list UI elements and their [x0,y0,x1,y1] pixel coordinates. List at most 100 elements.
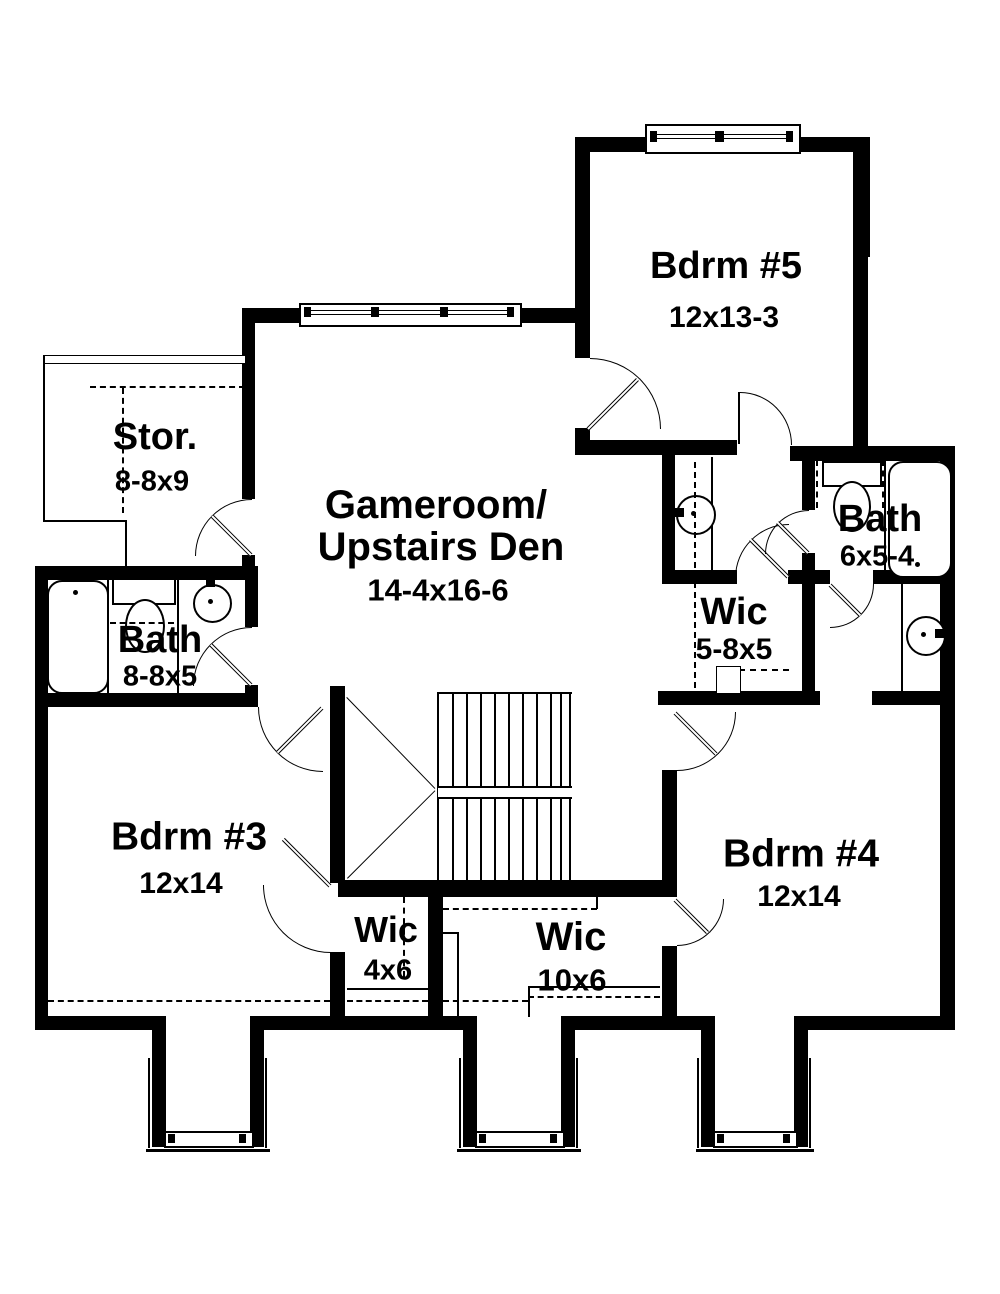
dormer-wall [794,1016,808,1147]
door-arc [740,392,792,445]
stair-tread [466,797,468,880]
stair-break-line [346,697,436,789]
room-dims-wic-bdrm5: 5-8x5 [695,633,773,666]
room-label-stor: Stor. [112,416,198,458]
wall [658,691,820,705]
window-mullion [479,1134,486,1143]
window-mullion [786,131,793,142]
toilet-bowl-icon [833,481,871,532]
stair-tread [508,797,510,880]
wall [575,440,737,455]
room-dims-wic-bdrm4: 10x6 [537,962,607,998]
roof-line [809,1058,811,1148]
sink-drain-icon [208,599,213,604]
stair-tread [452,694,454,786]
storage-kneewall [43,355,45,522]
stair-tread [494,694,496,786]
dormer-wall [250,1016,264,1147]
window-mullion [550,1134,557,1143]
wall [790,446,955,461]
attic-line-dashed [528,996,660,998]
storage-kneewall [125,520,127,568]
window-mullion [650,131,657,142]
wall [662,570,737,584]
dormer-wall [463,1016,477,1147]
tub-faucet-icon [73,590,78,595]
kneewall-line [457,932,459,1018]
kneewall-line [596,892,598,909]
room-label-wic-bdrm3: Wic [354,909,418,950]
room-dims-wic-bdrm3: 4x6 [363,954,413,987]
window-mullion [717,1134,724,1143]
wall [262,1016,463,1030]
stair-edge [437,692,572,694]
attic-line-dashed [90,386,245,388]
wall [242,308,255,499]
dormer-wall [701,1016,715,1147]
wall [575,137,590,358]
wall [245,566,258,627]
window-sill [696,1149,814,1152]
dormer-window-icon [475,1131,565,1148]
kneewall-line [528,986,660,988]
window-mullion [783,1134,790,1143]
toilet-bowl-icon [125,599,165,653]
roof-line [697,1058,699,1148]
door-arc [263,885,331,953]
window-icon [299,303,522,327]
stair-tread [522,797,524,880]
window-mullion [507,307,514,317]
wall [35,1016,155,1030]
attic-line-dashed [443,1000,528,1002]
bathtub-icon [888,461,952,578]
stair-break-line [347,790,436,879]
room-dims-bdrm3: 12x14 [139,867,223,900]
wall [428,880,443,1030]
window-glass-line [304,310,513,315]
kneewall-line [528,986,530,1017]
sink-drain-icon [921,632,926,637]
room-dims-gameroom: 14-4x16-6 [367,572,509,608]
wall [802,553,815,705]
window-sill [457,1149,581,1152]
attic-line-dashed [694,462,696,688]
window-mullion [304,307,311,317]
vanity-line [107,580,109,693]
attic-line-dashed [48,1000,330,1002]
roof-line [459,1058,461,1148]
wall [791,137,870,152]
wall [514,308,580,323]
stair-tread [494,797,496,880]
dormer-window-icon [713,1131,798,1148]
sink-faucet-icon [206,580,215,587]
wall [35,693,48,1030]
wall [35,693,258,707]
room-label-wic-bdrm4: Wic [535,915,607,959]
door-leaf [738,392,740,444]
room-label-gameroom-line2: Upstairs Den [317,525,565,569]
wall-edge-line [868,139,870,257]
room-label-bath-left: Bath [117,619,203,661]
sink-icon [193,584,232,623]
room-label-wic-bdrm5: Wic [700,591,768,633]
room-label-bdrm3: Bdrm #3 [110,815,268,859]
counter-edge [901,584,903,692]
wall [35,566,48,695]
attic-line-dashed [347,1000,428,1002]
wall [662,946,677,1030]
wall [575,1016,705,1030]
door-leaf [281,837,332,888]
wall [662,446,675,577]
wall [808,1016,955,1030]
wall [242,308,304,323]
sink-drain-icon [691,511,696,516]
room-dims-bath-right: 6x5-4 [839,540,915,573]
wall [853,137,868,455]
wall [330,686,345,883]
dormer-wall [152,1016,166,1147]
sink-faucet-icon [935,629,944,638]
attic-line-dashed [443,908,597,910]
attic-line-dashed [739,669,789,671]
wall [802,455,815,510]
